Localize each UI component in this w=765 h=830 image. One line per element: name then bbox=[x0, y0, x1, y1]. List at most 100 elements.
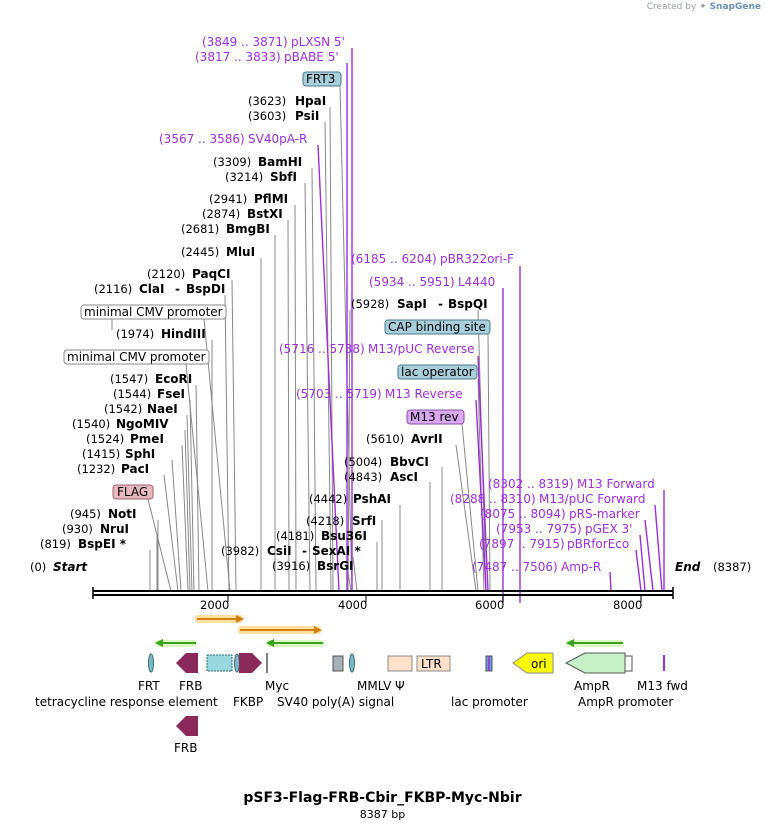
primer-name: pGEX 3' bbox=[585, 522, 632, 536]
enzyme-name: BspQI bbox=[448, 297, 488, 311]
arrow-left-icon bbox=[566, 639, 574, 647]
ori-feature bbox=[512, 652, 554, 674]
feature-label-cmv-2: minimal CMV promoter bbox=[67, 350, 206, 364]
credit-prefix: Created by bbox=[646, 2, 697, 12]
feature-box-m13rev bbox=[406, 409, 465, 425]
m13fwd-label: M13 fwd bbox=[637, 679, 688, 693]
mmlv-label: MMLV Ψ bbox=[357, 679, 405, 693]
enzyme-name: CsiI bbox=[267, 544, 292, 558]
enzyme-name: NaeI bbox=[147, 402, 178, 416]
enzyme-position: (1524) bbox=[86, 432, 124, 446]
feature-track: LTR ori bbox=[148, 652, 665, 736]
enzyme-name: BsrGI bbox=[317, 559, 354, 573]
feature-box-cmv-1 bbox=[80, 304, 227, 320]
enzyme-name: AscI bbox=[390, 470, 418, 484]
ruler-tick-4000: 4000 bbox=[338, 598, 367, 612]
mmlv-psi-feature bbox=[387, 655, 413, 672]
primer-range: (3567 .. 3586) bbox=[159, 132, 245, 146]
enzyme-name: HindIII bbox=[161, 327, 206, 341]
feature-label-lac-operator: lac operator bbox=[401, 365, 474, 379]
enzyme-position: (3603) bbox=[248, 109, 286, 123]
enzyme-position: (5004) bbox=[344, 455, 382, 469]
ampr-promoter-label: AmpR promoter bbox=[578, 695, 673, 709]
plasmid-name: pSF3-Flag-FRB-Cbir_FKBP-Myc-Nbir bbox=[243, 790, 522, 806]
enzyme-position: (1540) bbox=[72, 417, 110, 431]
feature-label-m13rev: M13 rev bbox=[410, 410, 459, 424]
enzyme-position: (819) bbox=[40, 537, 71, 551]
enzyme-name: SexAI * bbox=[312, 544, 361, 558]
ltr-feature bbox=[416, 655, 451, 672]
enzyme-name: PaqCI bbox=[192, 267, 230, 281]
frb-label: FRB bbox=[179, 679, 202, 693]
enzyme-name: Bsu36I bbox=[321, 529, 367, 543]
enzyme-name: SapI bbox=[397, 297, 427, 311]
enzyme-name: BspDI bbox=[186, 282, 225, 296]
primer-name: M13/pUC Reverse bbox=[368, 342, 475, 356]
enzyme-position: (3916) bbox=[272, 559, 310, 573]
enzyme-name: BmgBI bbox=[226, 222, 270, 236]
enzyme-name: ClaI bbox=[139, 282, 164, 296]
frt-label: FRT bbox=[138, 679, 160, 693]
snapgene-credit: Created by ✦ SnapGene bbox=[647, 2, 761, 12]
plasmid-length: 8387 bp bbox=[359, 808, 406, 821]
enzyme-position: (3982) bbox=[221, 544, 259, 558]
feature-label-flag: FLAG bbox=[117, 485, 148, 499]
enzyme-position: (5928) bbox=[351, 297, 389, 311]
enzyme-position: (1415) bbox=[82, 447, 120, 461]
primer-lines bbox=[317, 48, 665, 603]
ruler-tick-8000: 8000 bbox=[613, 598, 642, 612]
ampr-label: AmpR bbox=[574, 679, 610, 693]
enzyme-name: - bbox=[302, 544, 307, 558]
end-position: (8387) bbox=[713, 560, 751, 574]
primer-range: (7897 .. 7915) bbox=[479, 537, 565, 551]
tre-feature bbox=[206, 654, 233, 672]
primer-labels: (3849 .. 3871) pLXSN 5' (3817 .. 3833) p… bbox=[159, 35, 655, 574]
enzyme-position: (930) bbox=[62, 522, 93, 536]
enzyme-name: NruI bbox=[100, 522, 129, 536]
enzyme-name: BamHI bbox=[258, 155, 302, 169]
enzyme-name: SrfI bbox=[352, 514, 376, 528]
fkbp-label: FKBP bbox=[233, 695, 263, 709]
arrow-left-icon bbox=[266, 639, 274, 647]
feature-box-cap bbox=[384, 319, 491, 335]
orf-arrows bbox=[155, 615, 624, 647]
myc-label: Myc bbox=[265, 679, 289, 693]
primer-range: (8075 .. 8094) bbox=[480, 507, 566, 521]
frt-feature bbox=[148, 653, 154, 673]
feature-leaders bbox=[147, 85, 491, 592]
enzyme-position: (1547) bbox=[110, 372, 148, 386]
ruler-tick-6000: 6000 bbox=[475, 598, 504, 612]
enzyme-name: PsiI bbox=[295, 109, 319, 123]
frt3-feature bbox=[349, 653, 355, 673]
primer-range: (8288 .. 8310) bbox=[450, 492, 536, 506]
primer-name: Amp-R bbox=[561, 560, 601, 574]
enzyme-name: - bbox=[438, 297, 443, 311]
frb-label-2: FRB bbox=[174, 741, 197, 755]
primer-range: (8302 .. 8319) bbox=[488, 477, 574, 491]
sv40pa-feature bbox=[332, 655, 344, 672]
ampr-promoter-feature bbox=[624, 655, 633, 672]
arrow-right-icon bbox=[236, 615, 244, 623]
enzyme-position: (3214) bbox=[225, 170, 263, 184]
primer-name: pBRforEco bbox=[567, 537, 629, 551]
enzyme-position: (2874) bbox=[202, 207, 240, 221]
enzyme-name: PacI bbox=[121, 462, 149, 476]
primer-name: pRS-marker bbox=[569, 507, 640, 521]
primer-name: pBR322ori-F bbox=[440, 252, 514, 266]
enzyme-name: SbfI bbox=[270, 170, 297, 184]
enzyme-position: (4218) bbox=[306, 514, 344, 528]
enzyme-position: (945) bbox=[70, 507, 101, 521]
enzyme-position: (2681) bbox=[181, 222, 219, 236]
boxed-feature-labels: FRT3 minimal CMV promoter minimal CMV pr… bbox=[63, 71, 491, 500]
enzyme-position: (2445) bbox=[181, 245, 219, 259]
primer-name: SV40pA-R bbox=[248, 132, 307, 146]
lac-promoter-label: lac promoter bbox=[451, 695, 528, 709]
arrow-left-icon bbox=[155, 639, 163, 647]
primer-range: (5934 .. 5951) bbox=[369, 275, 455, 289]
primer-name: M13/pUC Forward bbox=[539, 492, 646, 506]
enzyme-name: PflMI bbox=[254, 192, 288, 206]
feature-label-frt3: FRT3 bbox=[306, 72, 335, 86]
enzyme-labels: (819) BspEI * (930) NruI (945) NotI (123… bbox=[40, 94, 488, 573]
enzyme-name: - bbox=[175, 282, 180, 296]
